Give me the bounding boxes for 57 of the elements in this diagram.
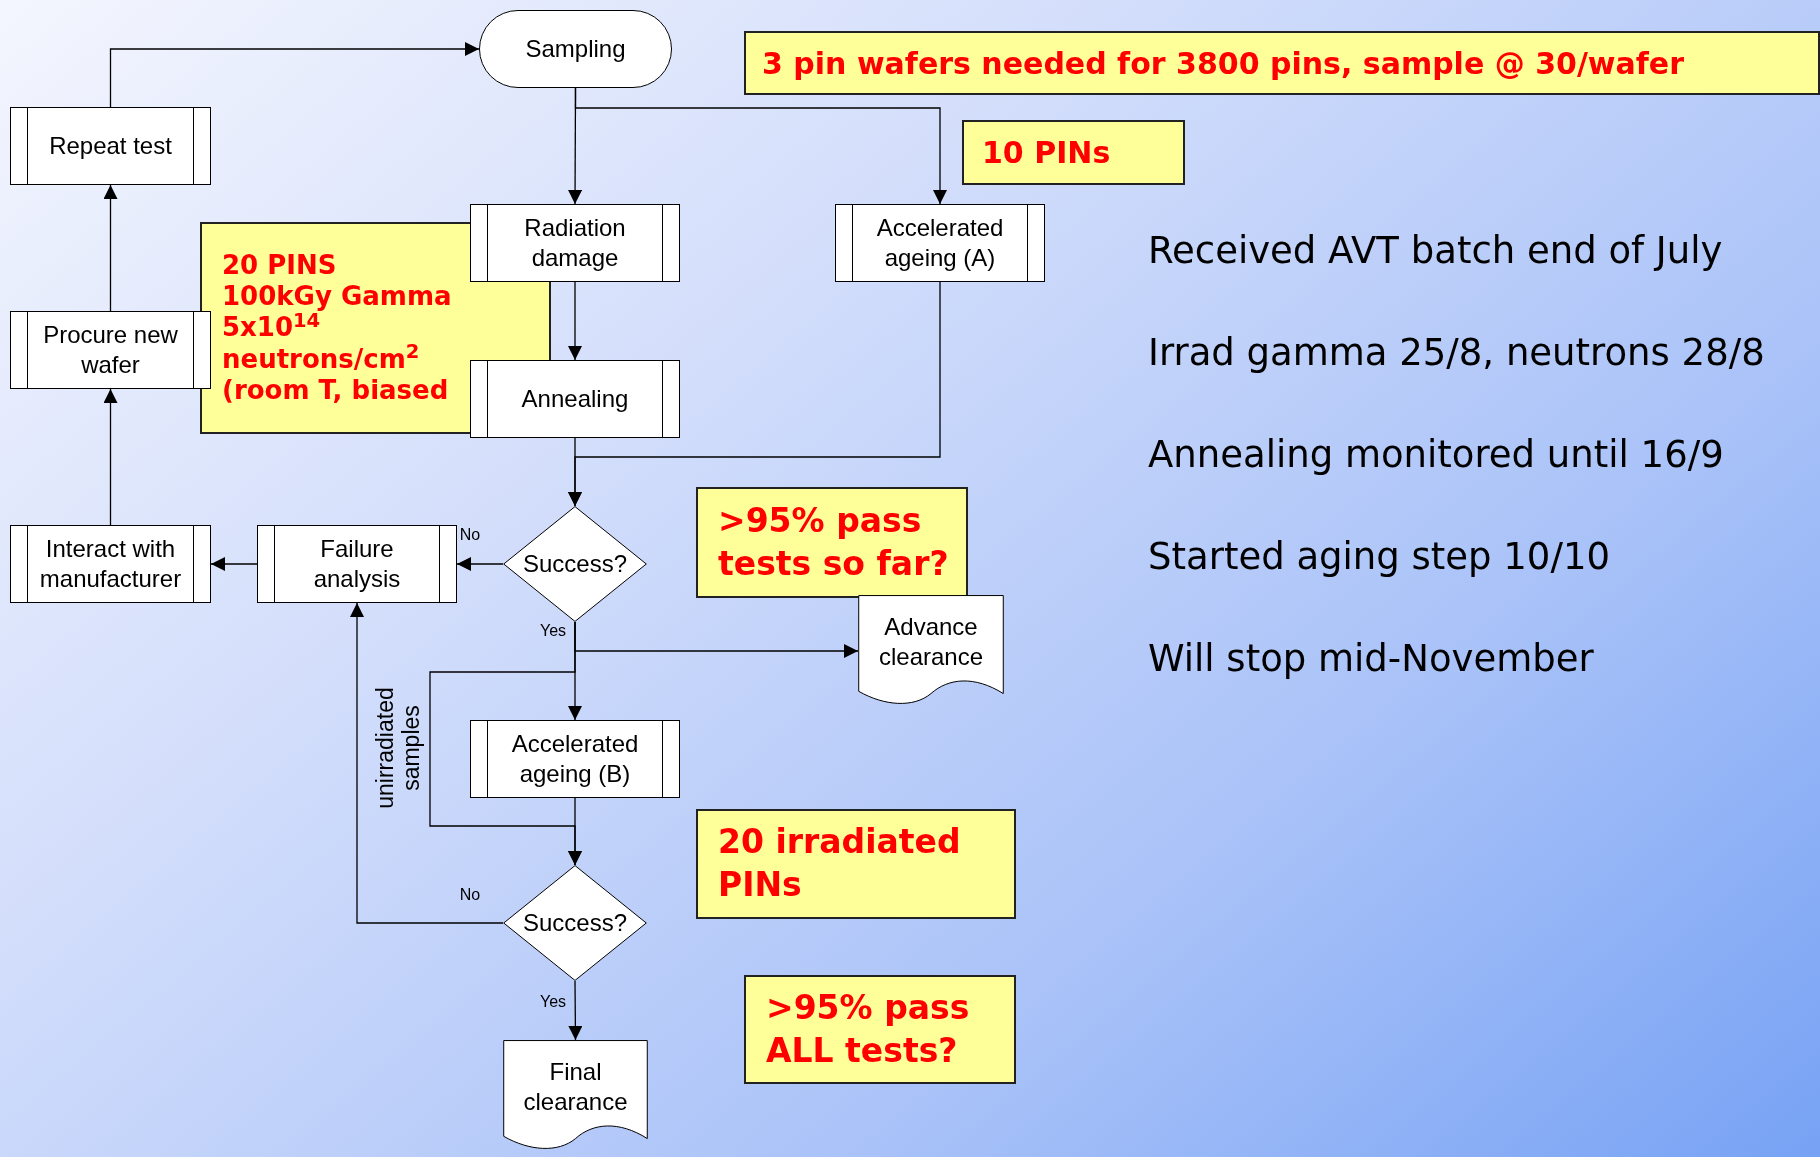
status-note: Will stop mid-November [1148, 636, 1595, 682]
note-box [744, 31, 1820, 95]
document-shape [858, 595, 1004, 707]
edge-label: No [459, 525, 481, 545]
status-note: Annealing monitored until 16/9 [1148, 432, 1725, 478]
node-label: Success? [522, 549, 628, 579]
process-box [257, 525, 457, 603]
decision-diamond [503, 865, 647, 981]
node-label: Success? [522, 908, 628, 938]
process-box [10, 525, 211, 603]
process-box [10, 311, 211, 389]
node-label: Repeat test [49, 131, 172, 161]
edge-label: Yes [539, 621, 567, 641]
connector-arrow [350, 602, 504, 924]
status-note: Received AVT batch end of July [1148, 228, 1724, 274]
status-note: Irrad gamma 25/8, neutrons 28/8 [1148, 330, 1765, 376]
connector-arrow [103, 184, 118, 312]
connector-arrow [574, 87, 947, 205]
decision-diamond [503, 506, 647, 622]
connector-arrow [456, 557, 504, 571]
node-label: >95% pass tests so far? [718, 499, 950, 585]
process-box [470, 360, 680, 438]
node-label: 10 PINs [982, 134, 1111, 172]
connector-arrow [568, 281, 582, 361]
node-label: Failure analysis [312, 534, 402, 594]
edge-label: unirradiated samples [371, 686, 425, 811]
process-box [10, 107, 211, 185]
node-label: Final clearance [522, 1057, 629, 1117]
connector-arrow [103, 388, 118, 526]
node-label: Interact with manufacturer [38, 534, 183, 594]
note-box [696, 487, 968, 598]
node-label: >95% pass ALL tests? [766, 986, 971, 1072]
connector-arrow [568, 797, 582, 866]
node-label: Annealing [521, 384, 629, 414]
node-label: 20 irradiated PINs [718, 821, 962, 906]
node-label: Accelerated ageing (A) [875, 213, 1005, 273]
note-box [962, 120, 1185, 185]
node-label: 3 pin wafers needed for 3800 pins, sample @ 30/wafer [762, 44, 1684, 83]
connector-arrow [109, 42, 480, 108]
status-note: Started aging step 10/10 [1148, 534, 1611, 580]
node-label: 20 PINS 100kGy Gamma 5x10$^{14}$ neutrons/cm$^{2}$ (room T, biased [222, 250, 453, 406]
document-shape [503, 1040, 648, 1152]
edge-label: Yes [539, 992, 567, 1012]
note-box [696, 809, 1016, 919]
note-box [744, 975, 1016, 1084]
process-box [470, 720, 680, 798]
node-label: Accelerated ageing (B) [510, 729, 640, 789]
connector-arrow [568, 281, 941, 507]
node-label: Sampling [525, 34, 626, 64]
node-label: Advance clearance [877, 612, 985, 672]
node-label: Radiation damage [523, 213, 627, 273]
node-label: Procure new wafer [42, 320, 179, 380]
edge-label: No [459, 885, 481, 905]
process-box [835, 204, 1045, 282]
connector-arrow [568, 980, 583, 1041]
process-box [470, 204, 680, 282]
connector-arrow [210, 557, 258, 571]
